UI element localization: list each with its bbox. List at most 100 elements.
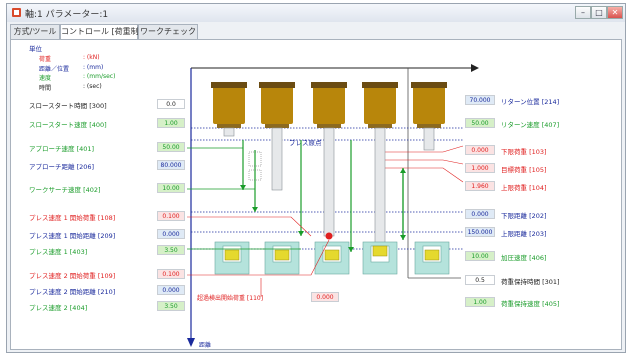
left-param-value[interactable]: 3.50	[157, 301, 185, 311]
motion-arrow-icon	[348, 247, 354, 252]
unit-value: : (mm)	[83, 63, 104, 71]
left-param-value[interactable]: 0.000	[157, 229, 185, 239]
left-param-value[interactable]: 10.00	[157, 183, 185, 193]
bottom-param-label: 超過検出開始荷重 [110]	[197, 295, 264, 302]
work-part	[274, 249, 290, 261]
step-bracket	[248, 169, 262, 181]
left-param-label: プレス速度 2 開始荷重 [109]	[29, 272, 116, 280]
left-param-value[interactable]: 0.0	[157, 99, 185, 109]
bottom-param-value[interactable]: 0.000	[311, 292, 339, 302]
unit-value: : (sec)	[83, 82, 102, 90]
load-guide-line	[187, 239, 330, 276]
right-param-value[interactable]: 0.000	[465, 209, 495, 219]
left-param-value[interactable]: 0.100	[157, 211, 185, 221]
press-cap	[311, 82, 347, 88]
left-param-label: プレス速度 2 開始距離 [210]	[29, 288, 116, 296]
press-flange	[417, 124, 441, 128]
tab-control-load[interactable]: コントロール [荷重制]	[60, 24, 142, 40]
left-param-value[interactable]: 0.000	[157, 285, 185, 295]
press-flange	[217, 124, 241, 128]
press-rod	[374, 127, 386, 251]
load-guide-line	[381, 159, 464, 165]
app-icon	[12, 8, 21, 17]
left-param-label: プレス速度 1 [403]	[29, 248, 88, 256]
press-body	[213, 86, 245, 124]
close-button[interactable]: ✕	[607, 6, 623, 19]
right-param-label: リターン位置 [214]	[501, 98, 560, 106]
window-title: 軸:1 パラメーター:1	[25, 10, 109, 20]
unit-name: 距離／位置	[39, 65, 70, 73]
left-param-label: プレス速度 2 [404]	[29, 304, 88, 312]
tab-work-check[interactable]: ワークチェック	[138, 24, 198, 39]
press-cap	[211, 82, 247, 88]
press-rod	[423, 127, 435, 151]
right-param-value[interactable]: 1.960	[465, 181, 495, 191]
motion-arrow-icon	[298, 231, 304, 236]
left-param-label: プレス速度 1 開始距離 [209]	[29, 232, 116, 240]
right-param-value[interactable]: 150.000	[465, 227, 495, 237]
right-param-label: 上限荷重 [104]	[501, 184, 547, 192]
press-body	[364, 86, 396, 124]
work-part	[224, 249, 240, 261]
left-param-value[interactable]: 1.00	[157, 118, 185, 128]
motion-arrow-icon	[252, 207, 258, 212]
press-cap	[259, 82, 295, 88]
time-axis-arrow-icon	[471, 64, 479, 72]
right-param-value[interactable]: 1.00	[465, 297, 495, 307]
press-rod	[223, 127, 235, 137]
right-param-label: 加圧速度 [406]	[501, 254, 547, 262]
right-param-value[interactable]: 0.5	[465, 275, 495, 285]
left-param-label: ワークサーチ速度 [402]	[29, 186, 101, 194]
parameter-window: 軸:1 パラメーター:1 – □ ✕ 方式/ツール コントロール [荷重制] ワ…	[6, 3, 626, 353]
press-body	[261, 86, 293, 124]
press-flange	[317, 124, 341, 128]
maximize-button[interactable]: □	[591, 6, 607, 19]
right-param-label: 荷重保持速度 [405]	[501, 300, 560, 308]
unit-value: : (mm/sec)	[83, 73, 116, 80]
left-param-label: スロースタート速度 [400]	[29, 121, 107, 129]
press-body	[413, 86, 445, 124]
left-param-value[interactable]: 50.00	[157, 142, 185, 152]
unit-name: 速度	[39, 75, 52, 82]
close-icon: ✕	[611, 8, 619, 17]
tab-method-tool[interactable]: 方式/ツール	[10, 24, 60, 39]
minimize-icon: –	[581, 8, 585, 17]
load-guide-line	[381, 167, 464, 183]
right-param-value[interactable]: 50.00	[465, 118, 495, 128]
left-param-value[interactable]: 80.000	[157, 160, 185, 170]
press-origin-label: プレス原点	[289, 139, 322, 147]
left-param-label: プレス速度 1 開始荷重 [108]	[29, 214, 116, 222]
press-cap	[411, 82, 447, 88]
right-param-value[interactable]: 10.00	[465, 251, 495, 261]
right-param-value[interactable]: 0.000	[465, 145, 495, 155]
right-param-label: 荷重保持時間 [301]	[501, 278, 560, 286]
control-panel: 距離プレス原点 単位荷重: (kN)距離／位置: (mm)速度: (mm/sec…	[10, 39, 622, 350]
press-body	[313, 86, 345, 124]
work-part	[372, 245, 388, 257]
step-bracket	[248, 151, 262, 167]
press-flange	[368, 124, 392, 128]
press-cap	[362, 82, 398, 88]
motion-arrow-icon	[240, 185, 246, 190]
right-param-label: リターン速度 [407]	[501, 121, 560, 129]
right-param-label: 目標荷重 [105]	[501, 166, 547, 174]
right-param-label: 下限距離 [202]	[501, 212, 547, 220]
title-bar: 軸:1 パラメーター:1 – □ ✕	[7, 4, 625, 22]
left-param-label: アプローチ速度 [401]	[29, 145, 95, 153]
left-param-value[interactable]: 0.100	[157, 269, 185, 279]
right-param-value[interactable]: 1.000	[465, 163, 495, 173]
contact-point	[325, 232, 333, 240]
minimize-button[interactable]: –	[575, 6, 591, 19]
press-diagram: 距離 プレス原点	[187, 64, 479, 349]
work-part	[424, 249, 440, 261]
distance-axis-label: 距離	[199, 341, 211, 349]
unit-value: : (kN)	[83, 54, 100, 61]
units-heading: 単位	[29, 45, 42, 53]
left-param-value[interactable]: 3.50	[157, 245, 185, 255]
distance-axis-arrow-icon	[187, 338, 195, 347]
right-param-label: 上限距離 [203]	[501, 230, 547, 238]
press-rod	[323, 127, 335, 237]
unit-name: 時間	[39, 84, 52, 92]
right-param-value[interactable]: 70.000	[465, 95, 495, 105]
press-flange	[265, 124, 289, 128]
